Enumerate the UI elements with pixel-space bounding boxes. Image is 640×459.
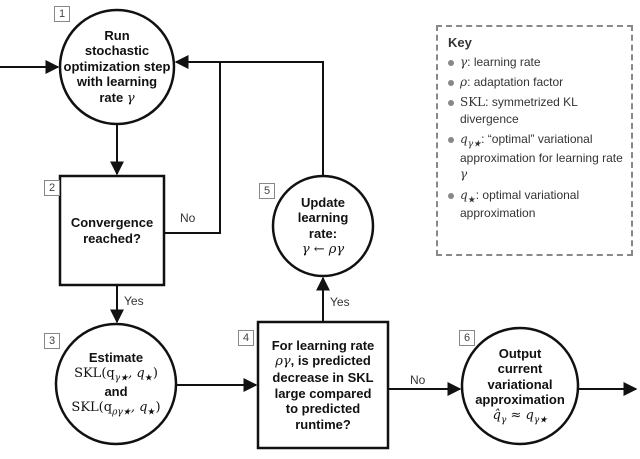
- node-4-line-6: runtime?: [295, 416, 351, 432]
- node-1-line-5: rate: [99, 89, 124, 105]
- node-5-line-1: Update: [300, 194, 346, 210]
- node-2-box: [58, 174, 166, 287]
- node-2-line-1: Convergence: [70, 214, 154, 230]
- node-5-line-3: rate:: [308, 226, 338, 241]
- node-6-line-2: current: [497, 361, 543, 377]
- node-4-number: 4: [238, 330, 254, 346]
- node-6-line-3: variational: [487, 376, 553, 392]
- node-4-box: [256, 320, 390, 450]
- node-2-text: Convergence reached?: [62, 176, 162, 285]
- node-5-line-2: learning: [297, 210, 349, 226]
- edge-label-yes-left: Yes: [124, 294, 144, 308]
- node-6-line-1: Output: [498, 345, 542, 361]
- node-4-line-1: For learning rate: [271, 337, 375, 353]
- node-3-and: and: [104, 384, 128, 399]
- node-5-update-rule: γ ← ργ: [301, 241, 345, 257]
- node-1-text: Run stochastic optimization step with le…: [62, 22, 172, 112]
- node-6-circle: [460, 326, 580, 446]
- node-4-line-3: decrease in SKL: [272, 369, 374, 385]
- node-4-line-4: large compared: [274, 385, 372, 401]
- legend-key: Key γ: learning rate ρ: adaptation facto…: [436, 25, 633, 256]
- legend-title: Key: [448, 35, 472, 50]
- node-3-formula-1: SKL(qγ★, q★): [74, 365, 158, 384]
- node-6-number: 6: [459, 330, 475, 346]
- node-4-rho-gamma: ργ: [275, 354, 291, 370]
- edge-label-no-right: No: [410, 373, 426, 387]
- node-3-formula-2: SKL(qργ★, q★): [71, 399, 161, 418]
- node-1-number: 1: [54, 6, 70, 22]
- node-5-number: 5: [259, 183, 275, 199]
- node-6-formula: q̂γ ≈ qγ★: [492, 407, 548, 426]
- legend-item-rho: ρ: adaptation factor: [448, 74, 623, 90]
- node-1-line-2: stochastic: [84, 43, 150, 59]
- node-1-line-1: Run: [104, 27, 130, 43]
- edge-5-to-1: [220, 61, 324, 176]
- legend-item-q-star: q★: optimal variational approximation: [448, 187, 623, 222]
- node-1-line-4: with learning: [76, 74, 158, 90]
- node-1-line-3: optimization step: [63, 58, 171, 74]
- legend-item-gamma: γ: learning rate: [448, 54, 623, 70]
- node-6-line-4: approximation: [475, 392, 565, 408]
- legend-item-skl: SKL: symmetrized KL divergence: [448, 94, 623, 126]
- edge-label-no-top: No: [180, 211, 196, 225]
- node-3-estimate: Estimate: [88, 350, 144, 366]
- node-4-line-5: to predicted: [285, 401, 361, 417]
- node-4-text: For learning rate ργ, is predicted decre…: [260, 324, 386, 446]
- node-4-line-2: , is predicted: [290, 353, 371, 369]
- node-6-text: Output current variational approximation…: [466, 340, 574, 432]
- edge-label-yes-mid: Yes: [330, 295, 350, 309]
- node-3-number: 3: [44, 333, 60, 349]
- node-1-gamma: γ: [126, 90, 135, 106]
- node-3-text: Estimate SKL(qγ★, q★) and SKL(qργ★, q★): [58, 338, 174, 430]
- node-2-number: 2: [44, 180, 60, 196]
- edge-2-no-to-1: [164, 55, 221, 234]
- node-2-line-2: reached?: [83, 230, 141, 246]
- node-5-text: Update learning rate: γ ← ργ: [278, 186, 368, 266]
- legend-item-q-gamma-star: qγ★: “optimal” variational approximation…: [448, 131, 623, 183]
